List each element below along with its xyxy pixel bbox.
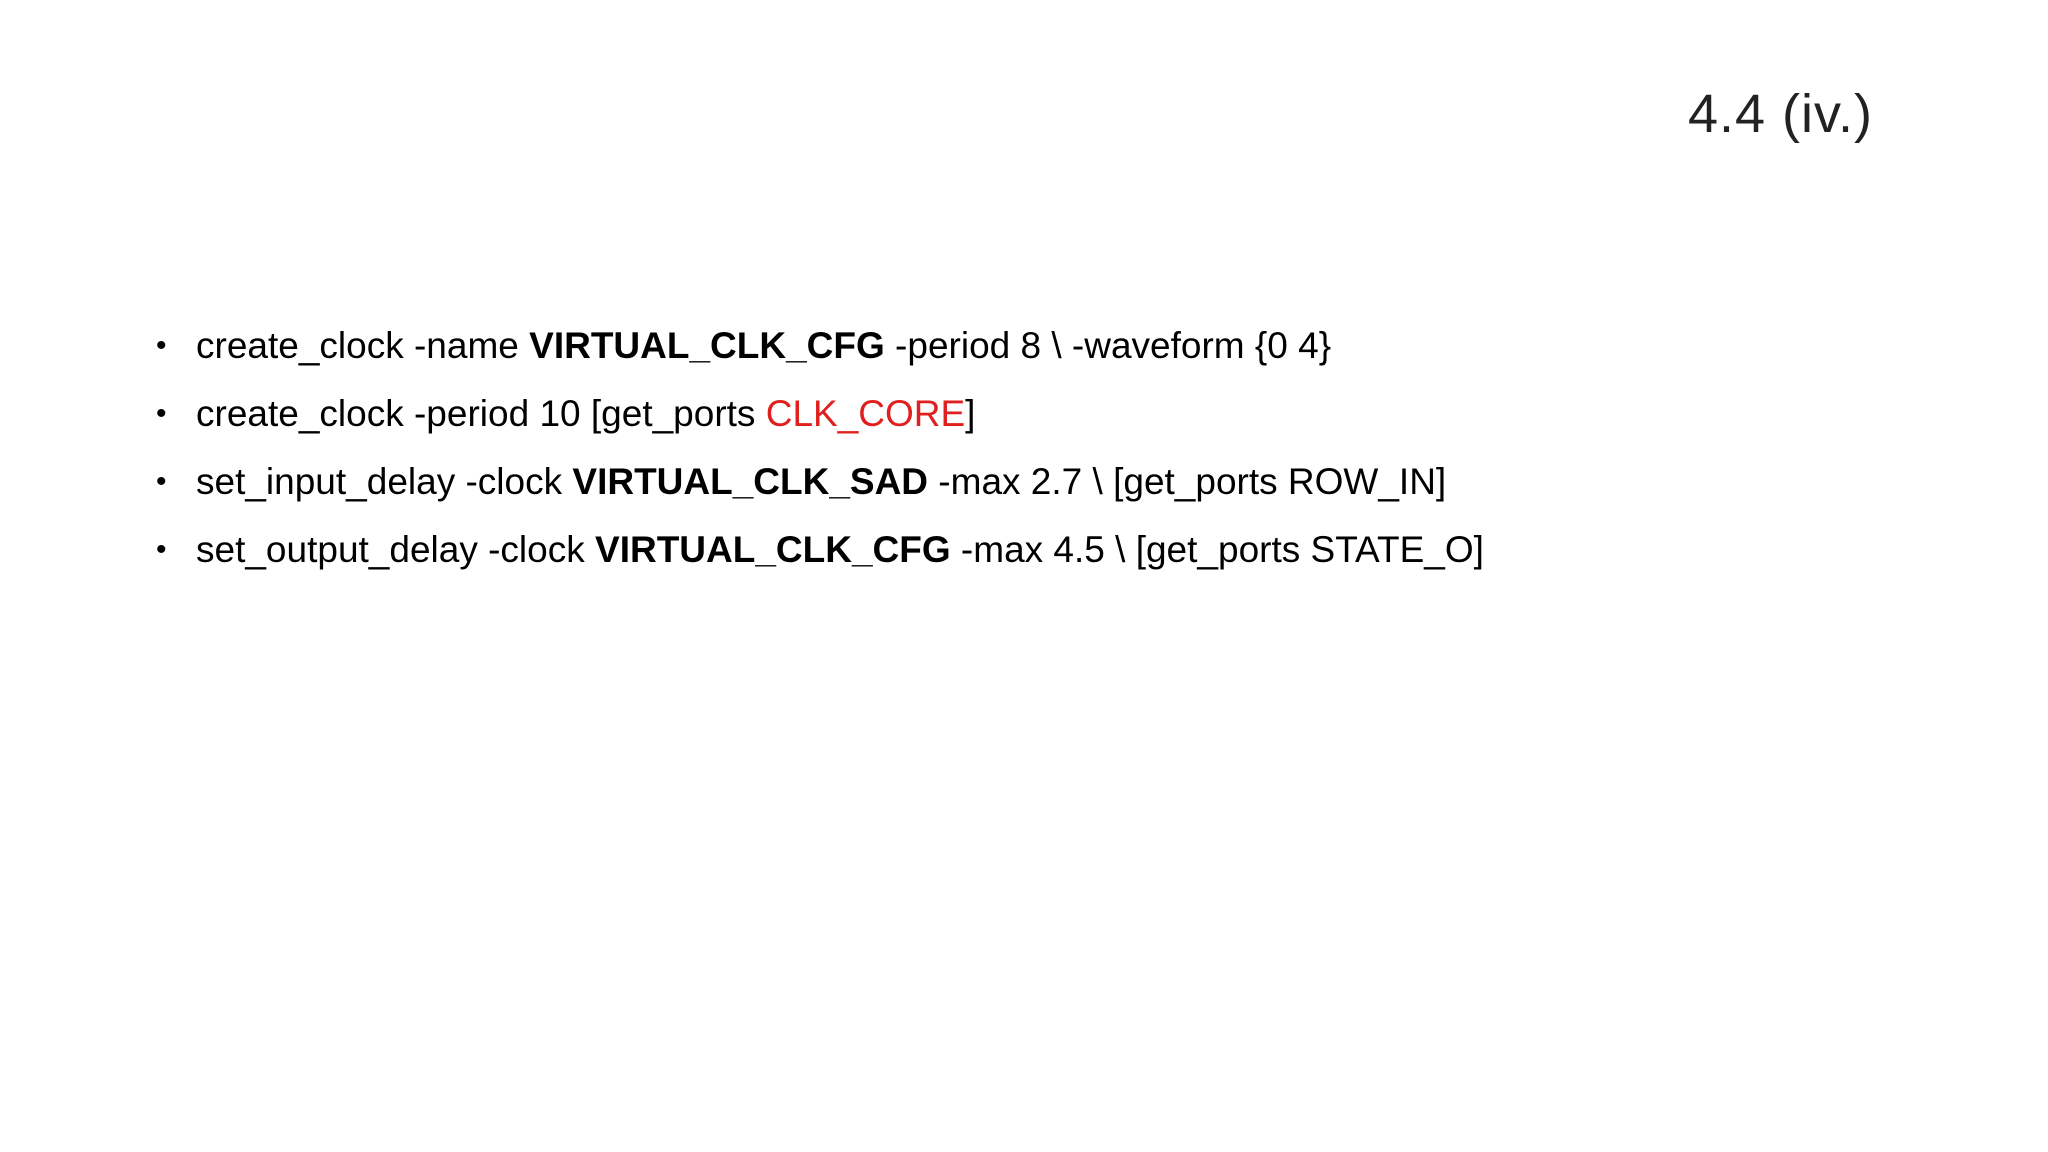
bullet-text: -period 8 \ -waveform {0 4} — [884, 325, 1332, 366]
bullet-item-set-output-delay: • set_output_delay -clock VIRTUAL_CLK_CF… — [152, 516, 1484, 584]
port-name-highlight: CLK_CORE — [765, 393, 966, 434]
bullet-text: -max 2.7 \ [get_ports ROW_IN] — [928, 461, 1447, 502]
bullet-list: • create_clock -name VIRTUAL_CLK_CFG -pe… — [152, 312, 1484, 584]
bullet-item-create-clock-core: • create_clock -period 10 [get_ports CLK… — [152, 380, 1484, 448]
bullet-text: set_input_delay -clock — [196, 461, 573, 502]
bullet-item-create-clock-virtual: • create_clock -name VIRTUAL_CLK_CFG -pe… — [152, 312, 1484, 380]
clock-name-bold: VIRTUAL_CLK_CFG — [529, 325, 885, 366]
bullet-icon: • — [156, 465, 167, 498]
bullet-text: ] — [965, 393, 976, 434]
bullet-text: create_clock -name — [196, 325, 530, 366]
bullet-text: set_output_delay -clock — [196, 529, 596, 570]
bullet-icon: • — [156, 533, 167, 566]
bullet-icon: • — [156, 397, 167, 430]
bullet-text: create_clock -period 10 [get_ports — [196, 393, 766, 434]
clock-name-bold: VIRTUAL_CLK_CFG — [595, 529, 951, 570]
bullet-item-set-input-delay: • set_input_delay -clock VIRTUAL_CLK_SAD… — [152, 448, 1484, 516]
clock-name-bold: VIRTUAL_CLK_SAD — [572, 461, 929, 502]
bullet-icon: • — [156, 329, 167, 362]
bullet-text: -max 4.5 \ [get_ports STATE_O] — [950, 529, 1484, 570]
slide-title: 4.4 (iv.) — [1687, 84, 1873, 144]
